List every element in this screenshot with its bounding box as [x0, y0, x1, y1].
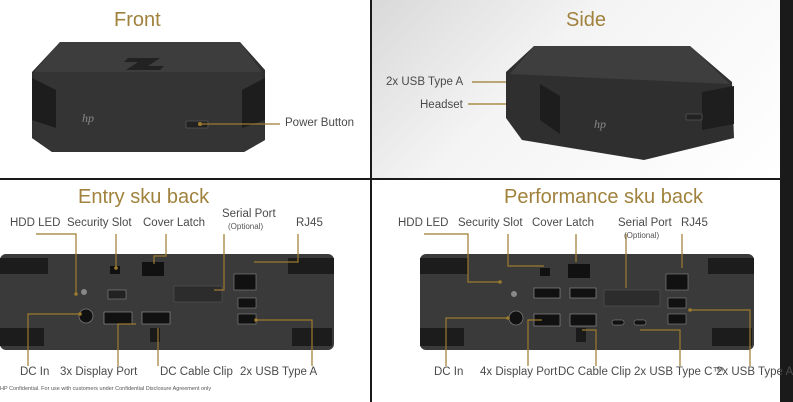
performance-security-slot-label: Security Slot — [458, 217, 523, 229]
side-panel: Side hp 2x USB Type A Headset — [372, 0, 780, 178]
entry-serial-port-label: Serial Port — [222, 208, 276, 220]
side-title: Side — [566, 9, 607, 31]
performance-dc-cable-clip-label: DC Cable Clip — [558, 366, 631, 378]
svg-text:hp: hp — [82, 111, 94, 125]
performance-usb-type-a-label: 2x USB Type A — [716, 366, 793, 378]
performance-back-illustration — [420, 233, 754, 366]
entry-title: Entry sku back — [78, 186, 210, 208]
front-title: Front — [114, 9, 161, 31]
entry-usb-type-a-label: 2x USB Type A — [240, 366, 318, 378]
performance-sku-panel: Performance sku back HDD LE — [372, 180, 793, 402]
performance-title: Performance sku back — [504, 186, 703, 208]
entry-cover-latch-label: Cover Latch — [143, 217, 206, 229]
performance-display-port-label: 4x Display Port — [480, 366, 558, 378]
entry-sku-panel: Entry sku back HDD LED Security Slot C — [0, 180, 370, 402]
side-usb-type-a-label: 2x USB Type A — [386, 76, 464, 88]
confidential-notice: HP Confidential. For use with customers … — [0, 386, 212, 392]
entry-security-slot-label: Security Slot — [67, 217, 132, 229]
side-device-illustration: hp — [468, 46, 734, 160]
front-device-illustration: hp — [32, 42, 280, 152]
entry-dc-in-label: DC In — [20, 366, 50, 378]
svg-text:hp: hp — [594, 117, 606, 131]
headset-label: Headset — [420, 99, 463, 111]
entry-display-port-label: 3x Display Port — [60, 366, 138, 378]
entry-serial-optional-label: (Optional) — [228, 222, 264, 231]
entry-rj45-label: RJ45 — [296, 217, 323, 229]
performance-serial-port-label: Serial Port — [618, 217, 672, 229]
entry-hdd-led-label: HDD LED — [10, 217, 61, 229]
performance-cover-latch-label: Cover Latch — [532, 217, 595, 229]
performance-usb-type-c-label: 2x USB Type C™ — [634, 366, 724, 378]
performance-dc-in-label: DC In — [434, 366, 464, 378]
performance-hdd-led-label: HDD LED — [398, 217, 449, 229]
entry-dc-cable-clip-label: DC Cable Clip — [160, 366, 233, 378]
front-panel: Front hp Power Button — [0, 0, 370, 178]
entry-back-illustration — [0, 233, 334, 366]
performance-rj45-label: RJ45 — [681, 217, 708, 229]
performance-serial-optional-label: (Optional) — [624, 231, 660, 240]
power-button-label: Power Button — [285, 117, 355, 129]
